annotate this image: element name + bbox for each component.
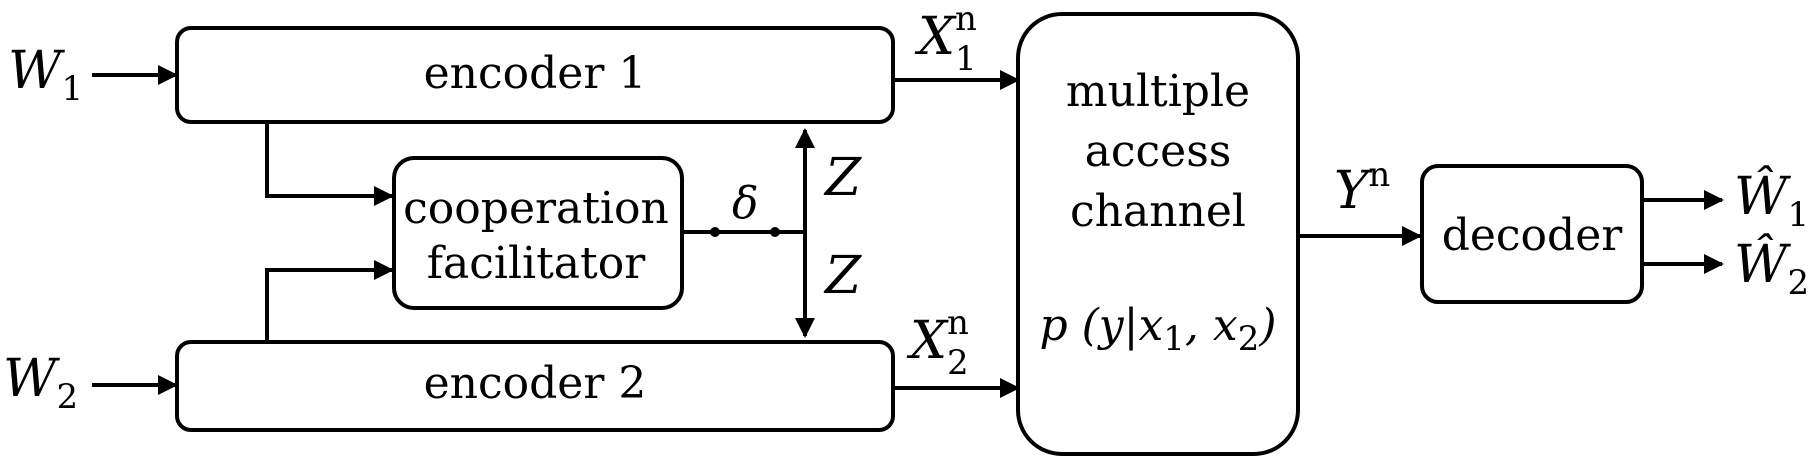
encoder1-to-facilitator-link <box>265 122 394 206</box>
encoder2-to-facilitator-link <box>265 260 394 342</box>
encoder-1-block <box>175 26 895 124</box>
z-top-label: Z <box>823 148 862 208</box>
channel-label-line2: access <box>1085 126 1232 177</box>
facilitator-label-line2: facilitator <box>427 238 646 289</box>
decoder-block <box>1420 164 1644 304</box>
channel-probability-label: p (y|x1, x2) <box>1039 300 1276 359</box>
input-w2-label: W2 <box>3 349 78 417</box>
encoder-2-label: encoder 2 <box>424 358 647 409</box>
delta-label: δ <box>732 178 759 229</box>
channel-label-line1: multiple <box>1066 66 1250 117</box>
encoder-1-label: encoder 1 <box>424 48 647 99</box>
facilitator-label-line1: cooperation <box>403 183 669 234</box>
link-dot-right <box>770 227 780 237</box>
decoder-label: decoder <box>1442 210 1624 261</box>
channel-label-line3: channel <box>1070 186 1246 237</box>
input-w1-label: W1 <box>8 41 83 109</box>
z-bottom-label: Z <box>823 246 862 306</box>
w1-hat-label: Ŵ1 <box>1734 165 1809 235</box>
w2-hat-label: Ŵ2 <box>1734 233 1809 303</box>
link-dot-left <box>710 227 720 237</box>
y-label: Yn <box>1334 155 1390 221</box>
